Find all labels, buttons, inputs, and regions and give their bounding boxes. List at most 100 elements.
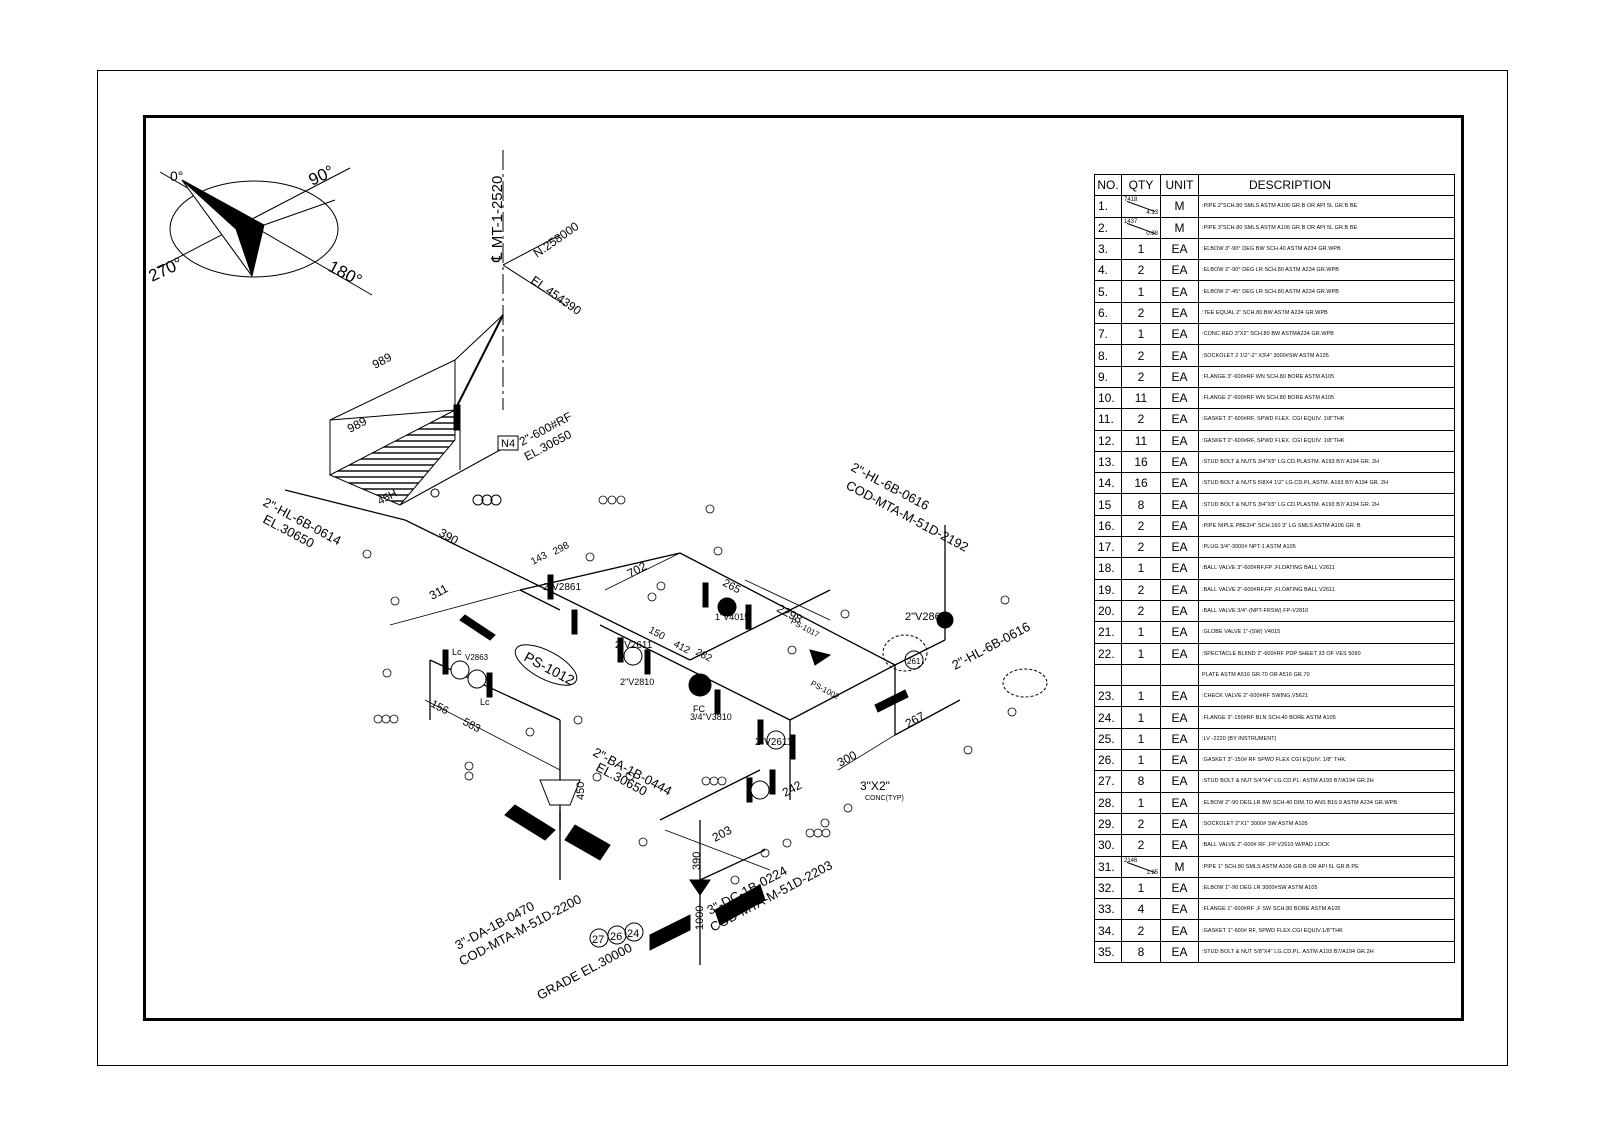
valve-symbols: [442, 574, 954, 951]
dim-583: 583: [461, 716, 483, 735]
bom-item-description: :SOCKOLET 2 1\2"-2" X3\4" 3000#SW ASTM A…: [1198, 344, 1455, 367]
bom-item-no: 12.: [1094, 429, 1122, 452]
bom-item-no: 8.: [1094, 344, 1122, 367]
bom-item-unit: EA: [1160, 493, 1199, 516]
bom-item-unit: EA: [1160, 621, 1199, 644]
bom-item-no: 32.: [1094, 876, 1122, 900]
nozzle-tag-n4: N4: [501, 438, 515, 450]
bom-item-description: :STUD BOLT & NUTS 3\4"X5" LG.CD.PLASTM. …: [1198, 450, 1455, 474]
dim-242: 242: [780, 778, 805, 800]
vessel-centerline: ℄ MT-1-2520 N.258000 EL.454390: [489, 150, 584, 410]
dim-311: 311: [427, 581, 451, 602]
bom-item-unit: EA: [1160, 429, 1199, 452]
bom-item-unit: EA: [1160, 323, 1199, 346]
bom-item-description: :GASKET 3"-600#RF, SPWD FLEX. CGI EQUIV.…: [1198, 408, 1455, 431]
bom-item-qty: 2: [1121, 578, 1161, 601]
bom-item-description: :GASKET 1"-600# RF, SPWD FLEX.CGI EQUIV.…: [1198, 919, 1455, 942]
bom-row: PLATE ASTM A516 GR.70 OR A516 GR.70: [1094, 663, 1455, 687]
bom-item-qty: 2: [1121, 301, 1161, 325]
bom-item-qty: 8: [1121, 493, 1161, 516]
bom-item-description: :BALL VALVE 3"-600#RF,FP ,FLOATING BALL …: [1198, 557, 1455, 580]
bom-qty-length: 2146: [1124, 857, 1138, 864]
bom-item-no: 31.: [1094, 855, 1122, 878]
bom-item-description: :STUD BOLT & NUT 5/8"X4" LG.CD.PL. ASTM …: [1198, 940, 1455, 963]
bom-qty-meters: 1.25: [1146, 869, 1158, 876]
bom-item-no: 1.: [1094, 195, 1122, 218]
dim-450: 450: [575, 782, 587, 800]
grade-elevation: GRADE EL.30000: [534, 940, 634, 1003]
bom-item-qty: 1: [1121, 280, 1161, 303]
bom-item-description: :STUD BOLT & NUTS 5\8X4 1\2" LG.CD.PL.AS…: [1198, 472, 1455, 495]
bom-item-qty: 2: [1121, 259, 1161, 282]
dim-390: 390: [437, 525, 462, 547]
nozzle-n4-region: 989 989 45H N4 2"-600#RF EL.30650: [328, 314, 574, 508]
bom-item-description: :SOCKOLET 2"X1" 3000# SW ASTM A105: [1198, 812, 1455, 836]
bom-item-no: 17.: [1094, 536, 1122, 559]
bom-item-unit: [1160, 663, 1199, 687]
bom-item-unit: EA: [1160, 344, 1199, 367]
bom-item-description: :STUD BOLT & NUTS 3\4"X5" LG.CD.PLASTM. …: [1198, 493, 1455, 516]
bom-item-qty: 1: [1121, 323, 1161, 346]
bom-item-unit: EA: [1160, 557, 1199, 580]
bom-item-unit: EA: [1160, 365, 1199, 388]
valve-2611-a: 2"V2611: [615, 640, 653, 651]
bom-item-unit: EA: [1160, 599, 1199, 623]
bom-item-no: 16.: [1094, 514, 1122, 538]
bom-item-description: :STUD BOLT & NUT 5/4"X4" LG.CD.PL. ASTM …: [1198, 770, 1455, 793]
north-0-label: 0°: [170, 168, 183, 184]
valve-2611-b: 2"V2611: [755, 737, 793, 748]
bom-item-description: :CONC.RED 3"X2" SCH.80 BW ASTMA234 GR.WP…: [1198, 323, 1455, 346]
label-lc-a: Lc: [452, 647, 462, 657]
bom-item-unit: EA: [1160, 749, 1199, 772]
bom-item-unit: EA: [1160, 280, 1199, 303]
bom-item-unit: EA: [1160, 408, 1199, 431]
bom-header-qty: QTY: [1121, 173, 1161, 197]
dim-143: 143: [529, 550, 549, 568]
label-north-coord: N.258000: [531, 219, 582, 261]
reducer-note: CONC(TYP): [865, 795, 904, 802]
bom-item-no: 3.: [1094, 237, 1122, 261]
tag-24: 24: [627, 928, 639, 940]
dim-300: 300: [835, 748, 860, 770]
bom-item-qty: 2: [1121, 365, 1161, 388]
bom-item-no: 4.: [1094, 259, 1122, 282]
bom-item-no: 35.: [1094, 940, 1122, 963]
bom-item-qty: 16: [1121, 472, 1161, 495]
drawing-border: [143, 115, 1464, 1021]
bom-item-description: :LV -2220 (BY INSTRUMENT): [1198, 727, 1455, 751]
valve-2861: 2"V2861: [543, 582, 581, 593]
bom-item-description: :PIPE NIPLE PBE3/4" SCH.160 3" LG SMLS A…: [1198, 514, 1455, 538]
bom-item-description: :FLANGE 2"-600#RF WN SCH.80 BORE ASTM A1…: [1198, 386, 1455, 410]
bom-item-qty: 1: [1121, 876, 1161, 900]
bom-item-no: 21.: [1094, 621, 1122, 644]
dim-412: 412: [672, 639, 692, 657]
tag-27: 27: [592, 934, 604, 946]
valve-2810: 2"V2810: [620, 677, 654, 687]
bom-item-qty: [1121, 663, 1161, 687]
label-centerline-mt: ℄ MT-1-2520: [489, 176, 506, 263]
